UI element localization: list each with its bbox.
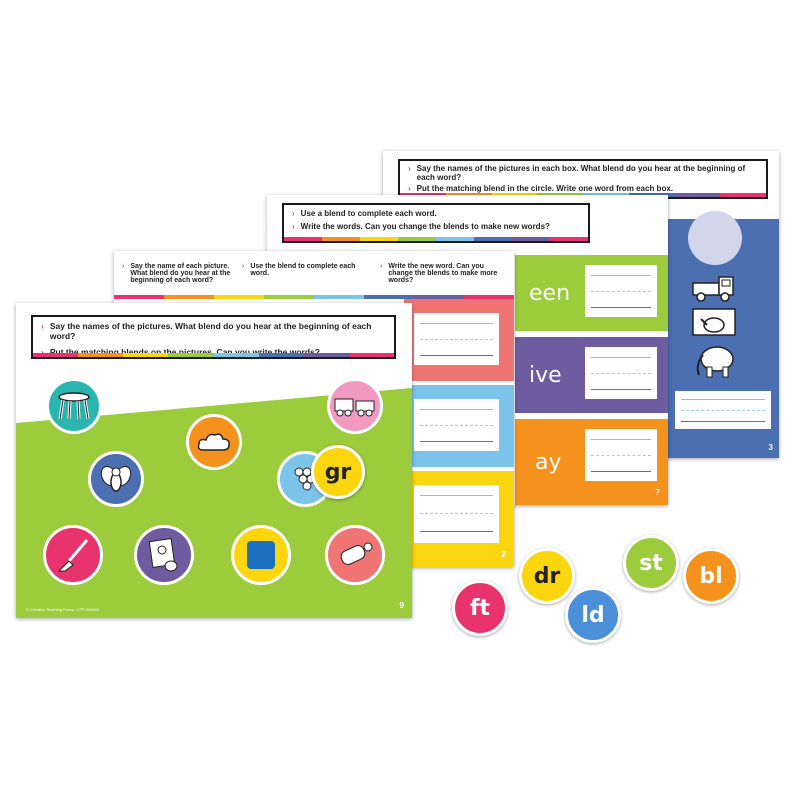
page-number: 2 (501, 550, 506, 559)
writing-box[interactable] (585, 265, 657, 317)
chevron-icon: › (380, 263, 383, 270)
chevron-icon: › (408, 184, 411, 193)
thread-spool-icon-circle[interactable] (325, 525, 385, 585)
rainbow-strip (284, 237, 588, 241)
chevron-icon: › (292, 222, 295, 231)
broom-icon (57, 539, 89, 572)
instruction-text: Write the words. Can you change the blen… (300, 222, 550, 231)
instruction-box: › Say the names of the pictures in each b… (398, 159, 768, 199)
instruction-text: Put the matching blends on the pictures.… (49, 347, 320, 357)
writing-box[interactable] (414, 313, 499, 365)
chip-ld[interactable]: ld (565, 587, 621, 643)
writing-box[interactable] (585, 347, 657, 399)
thread-spool-icon (340, 542, 373, 565)
cloud-icon (197, 433, 230, 451)
square-icon-circle[interactable] (231, 525, 291, 585)
writing-box[interactable] (675, 391, 771, 429)
chip-label: ft (469, 595, 491, 621)
train-icon (334, 398, 375, 417)
fly-icon-circle[interactable] (88, 451, 144, 507)
instruction-text: Use a blend to complete each word. (300, 209, 437, 218)
activity-card-page-9: › Say the names of the pictures. What ble… (16, 303, 412, 618)
chip-dr[interactable]: dr (519, 548, 575, 604)
page-number: 9 (399, 601, 404, 610)
chip-ft[interactable]: ft (452, 580, 508, 636)
writing-box[interactable] (585, 429, 657, 481)
stool-icon (58, 392, 90, 420)
truck-icon (692, 276, 734, 302)
chip-label: gr (324, 459, 352, 485)
chip-label: ld (581, 602, 605, 628)
broom-icon-circle[interactable] (43, 525, 103, 585)
drawing-icon (148, 538, 178, 572)
word-ending: ay (535, 449, 562, 475)
rainbow-strip (114, 295, 514, 299)
fly-icon (100, 465, 132, 492)
instruction-text: Use the blend to complete each word. (250, 263, 356, 277)
blend-target-circle[interactable] (688, 211, 742, 265)
train-icon-circle[interactable] (327, 378, 383, 434)
chip-bl[interactable]: bl (683, 548, 739, 604)
word-ending: ive (529, 362, 562, 388)
chip-st[interactable]: st (623, 535, 679, 591)
teapot-icon (692, 308, 736, 336)
instruction-text: Put the matching blend in the circle. Wr… (416, 184, 674, 193)
footer-text: © Creative Teaching Press • CTP 000000 (26, 607, 100, 612)
chevron-icon: › (292, 209, 295, 218)
writing-box[interactable] (414, 485, 499, 543)
chevron-icon: › (41, 347, 44, 357)
drawing-icon-circle[interactable] (134, 525, 194, 585)
instruction-text: Say the names of the pictures in each bo… (416, 164, 746, 182)
instruction-box: › Say the name of each picture. What blen… (114, 251, 514, 299)
chip-label: bl (699, 563, 723, 589)
chevron-icon: › (41, 321, 44, 331)
elephant-icon (696, 346, 734, 378)
instruction-text: Say the names of the pictures. What blen… (49, 321, 372, 341)
chevron-icon: › (122, 263, 125, 270)
green-background (16, 388, 412, 618)
instruction-box: › Say the names of the pictures. What ble… (31, 315, 396, 359)
chip-label: st (639, 550, 663, 576)
instruction-box: › Use a blend to complete each word. › Wri… (282, 203, 590, 243)
stool-icon-circle[interactable] (46, 378, 102, 434)
instruction-text: Say the name of each picture. What blend… (130, 263, 231, 284)
chevron-icon: › (242, 263, 245, 270)
cloud-icon-circle[interactable] (186, 414, 242, 470)
square-icon (247, 541, 275, 569)
chevron-icon: › (408, 164, 411, 173)
page-number: 3 (768, 443, 773, 452)
rainbow-strip (33, 353, 394, 357)
writing-box[interactable] (414, 399, 499, 451)
instruction-text: Write the new word. Can you change the b… (388, 263, 498, 284)
page-number: 7 (655, 488, 660, 497)
chip-gr[interactable]: gr (311, 445, 365, 499)
chip-label: dr (533, 563, 561, 589)
word-ending: een (529, 280, 571, 306)
